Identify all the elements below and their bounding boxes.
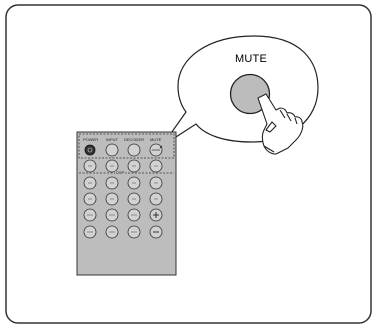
input-button (106, 144, 118, 156)
frame (6, 5, 371, 323)
mute-label: MUTE (150, 138, 161, 142)
power-button (85, 145, 95, 155)
decoder-label: DECODER (124, 138, 144, 142)
decoder-button (128, 144, 140, 156)
callout-label: MUTE (228, 53, 274, 65)
input-label: INPUT (106, 138, 118, 142)
power-label: POWER (83, 138, 98, 142)
dsp-label: DSP (115, 171, 125, 175)
